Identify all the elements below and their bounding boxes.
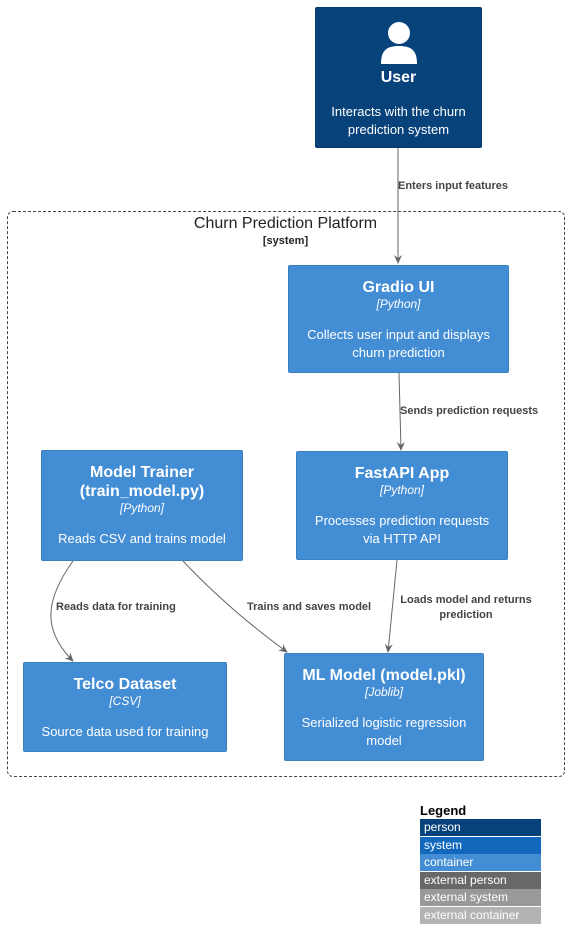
gradio-name: Gradio UI xyxy=(362,279,435,296)
person-icon xyxy=(381,22,417,64)
model-trainer-container: Model Trainer (train_model.py) [Python] … xyxy=(41,450,243,561)
dataset-name: Telco Dataset xyxy=(73,676,177,693)
legend-item: person xyxy=(420,819,541,836)
label-gradio-fastapi: Sends prediction requests xyxy=(400,405,539,417)
fastapi-name: FastAPI App xyxy=(354,465,450,482)
person-description: Interacts with the churn prediction syst… xyxy=(331,104,466,137)
edge-trainer-to-dataset xyxy=(50,560,74,662)
edge-trainer-to-model xyxy=(182,560,288,653)
legend-item: system xyxy=(420,836,541,854)
boundary-type: [system] xyxy=(262,235,309,247)
fastapi-app-container: FastAPI App [Python] Processes predictio… xyxy=(296,451,508,560)
ml-model-container: ML Model (model.pkl) [Joblib] Serialized… xyxy=(284,653,484,761)
fastapi-tech: [Python] xyxy=(379,483,425,497)
telco-dataset-container: Telco Dataset [CSV] Source data used for… xyxy=(23,662,227,752)
legend-title: Legend xyxy=(420,803,467,818)
gradio-tech: [Python] xyxy=(376,297,421,311)
system-boundary xyxy=(7,211,565,777)
model-description: Serialized logistic regression model xyxy=(301,715,467,748)
person-name: User xyxy=(380,69,417,86)
trainer-description: Reads CSV and trains model xyxy=(58,531,226,546)
user-person: User Interacts with the churn prediction… xyxy=(315,7,482,148)
label-trainer-dataset: Reads data for training xyxy=(56,601,176,613)
fastapi-description: Processes prediction requests via HTTP A… xyxy=(314,513,490,546)
legend-item: external container xyxy=(420,907,541,924)
trainer-tech: [Python] xyxy=(119,501,165,515)
dataset-tech: [CSV] xyxy=(109,694,141,708)
label-trainer-model: Trains and saves model xyxy=(247,601,372,613)
label-user-gradio: Enters input features xyxy=(398,180,509,192)
gradio-description: Collects user input and displays churn p… xyxy=(307,327,490,360)
trainer-name: Model Trainer (train_model.py) xyxy=(79,464,205,500)
dataset-description: Source data used for training xyxy=(41,724,209,739)
model-name: ML Model (model.pkl) xyxy=(302,667,466,684)
edge-fastapi-to-model xyxy=(384,559,398,653)
gradio-ui-container: Gradio UI [Python] Collects user input a… xyxy=(288,265,509,373)
legend-item: external system xyxy=(420,889,541,907)
legend-item: external person xyxy=(420,871,541,889)
boundary-title: Churn Prediction Platform xyxy=(193,215,378,232)
model-tech: [Joblib] xyxy=(364,685,404,699)
edge-gradio-to-fastapi xyxy=(396,372,405,451)
label-fastapi-model: Loads model and returns prediction xyxy=(400,594,532,621)
legend-item: container xyxy=(420,854,541,872)
